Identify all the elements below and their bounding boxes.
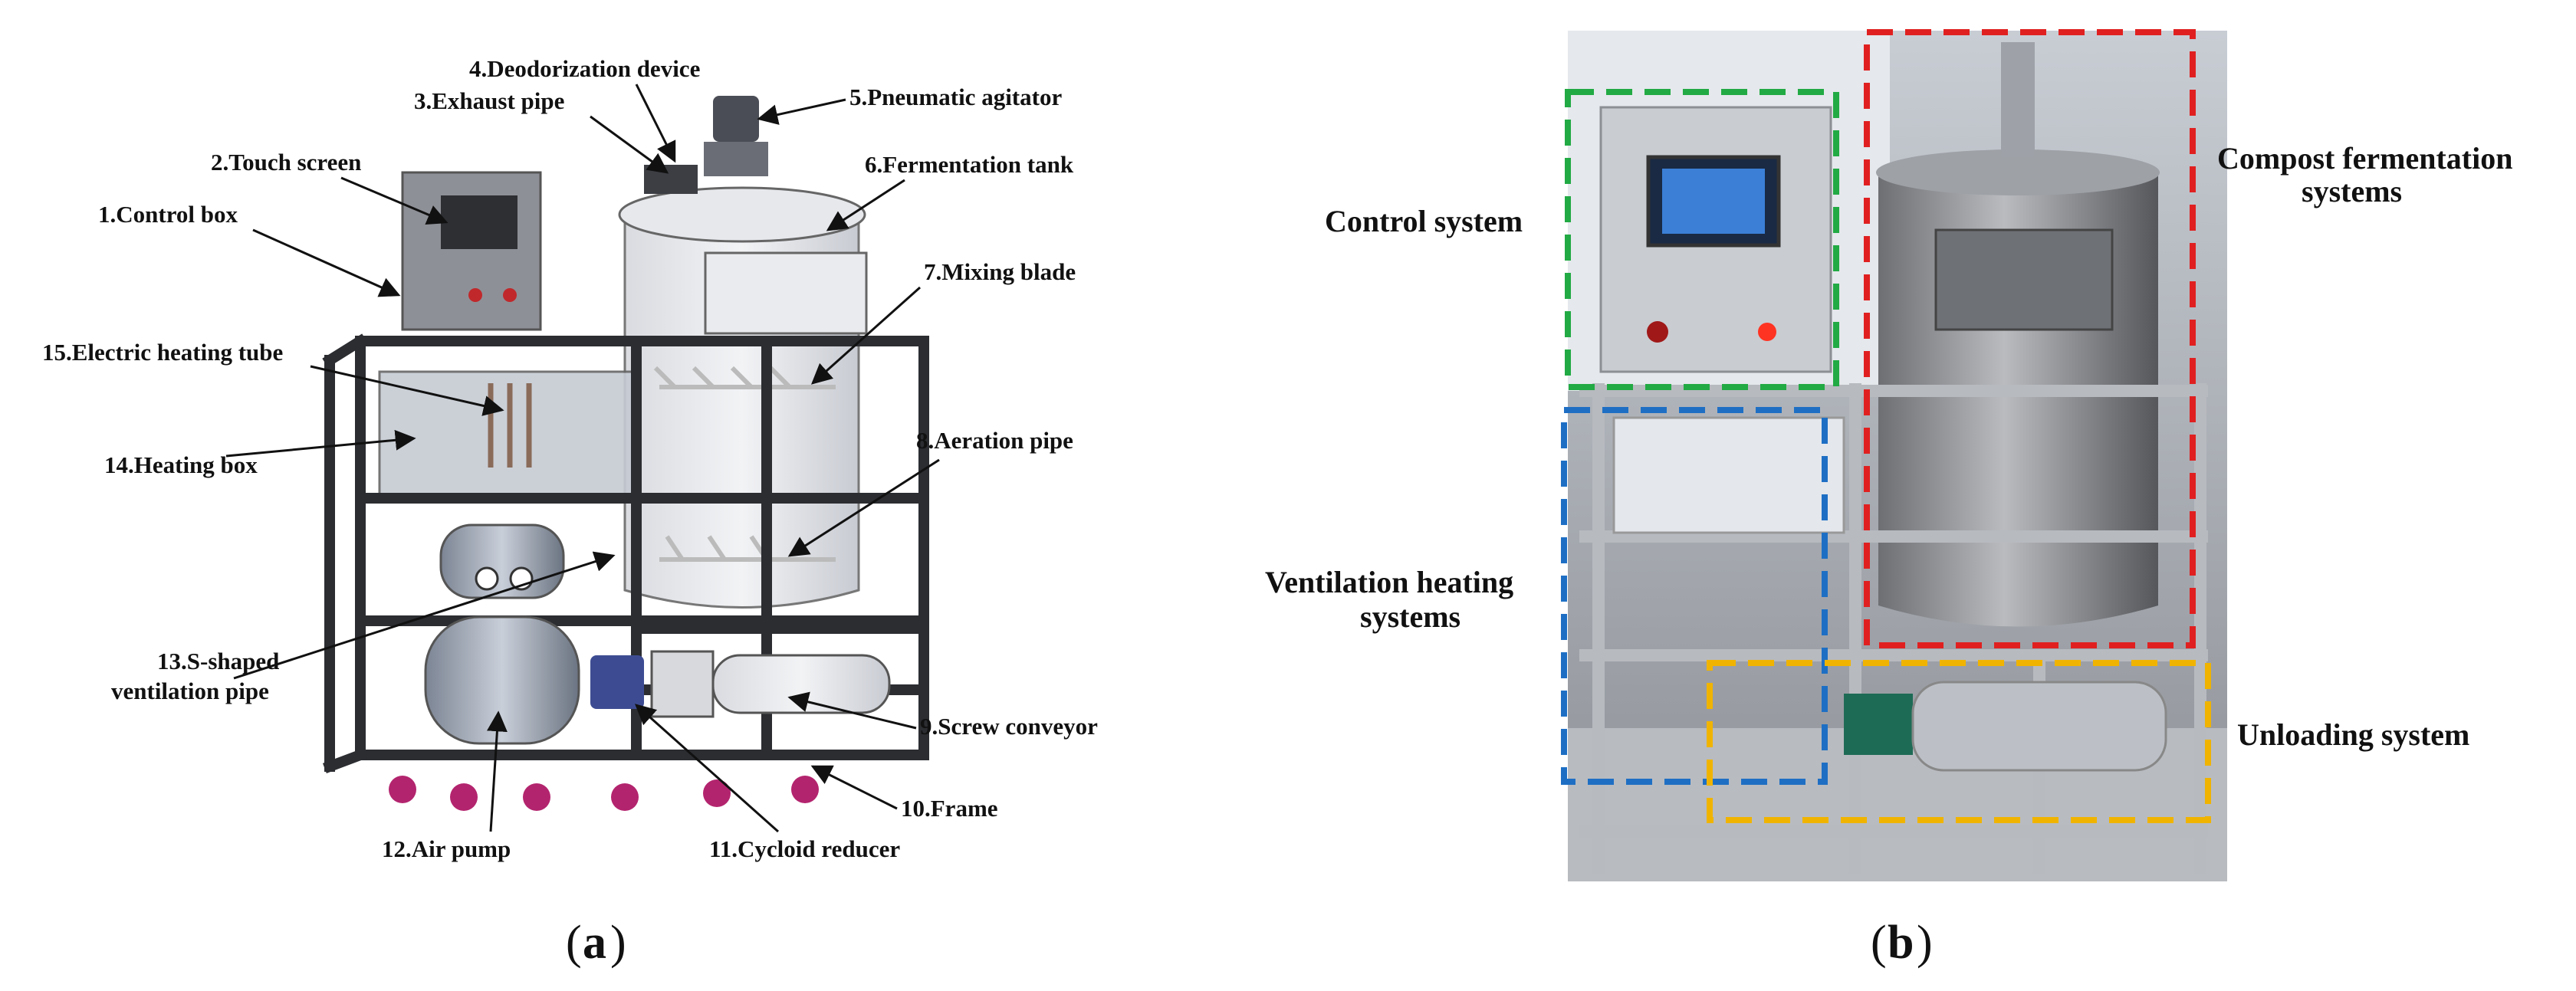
panel-b-outline-boxes [1561, 29, 2211, 823]
label-aeration-pipe: 8.Aeration pipe [916, 427, 1073, 454]
compost-fermentation-box [1864, 29, 2196, 648]
photo-agitator [2001, 42, 2035, 157]
caption-a-open: ( [566, 917, 582, 969]
photo-heating-box [1612, 416, 1845, 534]
label-touch-screen: 2.Touch screen [211, 149, 361, 176]
air-pump-tank [424, 615, 580, 745]
caption-a-letter: a [583, 917, 606, 969]
label-mixing-blade: 7.Mixing blade [924, 258, 1076, 285]
deodorization-device-box [644, 165, 698, 194]
label-unloading-system: Unloading system [2237, 717, 2469, 752]
label-air-pump: 12.Air pump [382, 835, 511, 862]
ventilation-heating-box [1561, 407, 1828, 785]
photo-red-button [1647, 321, 1668, 343]
mixing-blade-lower [659, 535, 836, 562]
caption-b-open: ( [1871, 917, 1887, 969]
caption-a-close: ) [610, 917, 626, 969]
control-system-box [1565, 89, 1839, 390]
caption-b-close: ) [1917, 917, 1933, 969]
cycloid-reducer [590, 655, 644, 709]
label-ventilation-heating-2: systems [1360, 599, 1460, 634]
air-pump-gauge-1 [475, 566, 499, 591]
label-compost-fermentation-1: Compost fermentation [2217, 141, 2513, 176]
photo-tank-lid [1876, 149, 2160, 195]
label-cycloid-reducer: 11.Cycloid reducer [709, 835, 900, 862]
label-exhaust-pipe: 3.Exhaust pipe [414, 87, 564, 114]
label-fermentation-tank: 6.Fermentation tank [865, 151, 1074, 178]
label-electric-heating-tube: 15.Electric heating tube [42, 339, 283, 366]
label-control-system: Control system [1325, 204, 1523, 238]
photo-touch-screen-display [1662, 169, 1765, 234]
agitator-base [704, 142, 768, 176]
label-frame: 10.Frame [901, 795, 998, 822]
control-button-red-1 [468, 288, 482, 302]
panel-a-labels: 1.Control box 2.Touch screen 3.Exhaust p… [42, 55, 1098, 862]
tank-lid [618, 186, 866, 243]
touch-screen [441, 195, 518, 249]
caption-b-letter: b [1888, 917, 1914, 969]
unloading-system-box [1707, 660, 2211, 823]
photo-screw-conveyor [1911, 681, 2167, 772]
control-button-red-2 [503, 288, 517, 302]
pneumatic-agitator-motor [713, 96, 759, 142]
mixing-blade-upper [653, 366, 836, 389]
label-control-box: 1.Control box [98, 201, 238, 228]
panel-a-model [322, 96, 929, 811]
tank-window-hood [704, 251, 868, 335]
panel-b-photo [1568, 31, 2227, 881]
photo-tank-hood [1934, 228, 2114, 331]
photo-frame [1579, 383, 2208, 874]
photo-red-indicator [1758, 323, 1776, 341]
panel-a-leader-lines [225, 84, 940, 833]
label-pneumatic-agitator: 5.Pneumatic agitator [849, 84, 1062, 110]
caster-wheels [389, 776, 819, 811]
label-compost-fermentation-2: systems [2302, 174, 2402, 208]
air-pump-motor [439, 523, 565, 599]
screw-conveyor-drive [650, 650, 715, 718]
label-screw-conveyor: 9.Screw conveyor [920, 713, 1098, 740]
photo-unloading-motor [1844, 694, 1913, 755]
screw-conveyor [711, 654, 891, 714]
label-s-shaped-ventilation-pipe-2: ventilation pipe [111, 678, 269, 704]
panel-b-labels: Control system Compost fermentation syst… [1265, 141, 2513, 752]
label-deodorization-device: 4.Deodorization device [469, 55, 700, 82]
label-ventilation-heating-1: Ventilation heating [1265, 565, 1513, 599]
